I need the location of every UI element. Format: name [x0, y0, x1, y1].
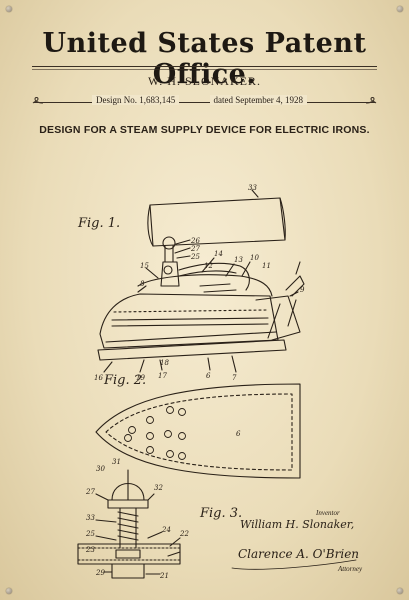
- page-title: United States Patent Office.: [42, 28, 367, 90]
- scroll-right-ornament: [365, 97, 377, 104]
- ref-32: 32: [154, 484, 163, 492]
- ref-16: 16: [94, 374, 103, 382]
- ref-7: 7: [232, 374, 237, 382]
- ref-30: 30: [96, 465, 105, 473]
- fig3-valve-drawing: [77, 469, 181, 579]
- fig3-label: Fig. 3.: [200, 506, 243, 521]
- ref-9: 9: [300, 286, 305, 294]
- ref-31: 31: [112, 458, 121, 466]
- patent-subtitle: DESIGN FOR A STEAM SUPPLY DEVICE FOR ELE…: [39, 124, 370, 136]
- design-number: Design No. 1,683,145: [92, 95, 180, 105]
- ref-8: 8: [140, 280, 145, 288]
- ref-24: 24: [161, 526, 171, 534]
- ref-25: 25: [190, 253, 200, 261]
- meta-line: Design No. 1,683,145 dated September 4, …: [32, 95, 377, 111]
- rivet-bottom-right: [397, 588, 403, 594]
- fig1-iron-drawing: [97, 189, 305, 373]
- ref-18: 18: [160, 359, 169, 367]
- ref-27: 27: [190, 245, 200, 253]
- rivet-bottom-left: [6, 588, 12, 594]
- ref-15: 15: [140, 262, 149, 270]
- attorney-signature: Clarence A. O'Brien: [238, 547, 360, 561]
- meta-rule: [34, 102, 375, 103]
- attorney-label: Attorney: [338, 565, 363, 573]
- ref-33: 33: [248, 184, 257, 192]
- inventor-label: Inventor: [316, 509, 340, 517]
- ref-29: 29: [95, 569, 105, 577]
- ref-17: 17: [158, 372, 167, 380]
- design-date: dated September 4, 1928: [209, 95, 307, 105]
- title-rule: [32, 66, 377, 67]
- fig1-label: Fig. 1.: [78, 216, 121, 231]
- ref-19: 19: [136, 374, 145, 382]
- ref-14: 14: [214, 250, 223, 258]
- ref-25b: 25: [85, 530, 95, 538]
- rivet-top-right: [397, 6, 403, 12]
- ref-12: 12: [204, 262, 213, 270]
- ref-33b: 33: [86, 514, 95, 522]
- ref-23: 23: [85, 546, 95, 554]
- ref-10: 10: [250, 254, 259, 262]
- signature-underline: [231, 559, 357, 570]
- ref-27b: 27: [85, 488, 95, 496]
- inventor-name: W. H. SLONAKER.: [148, 74, 261, 88]
- rivet-top-left: [6, 6, 12, 12]
- ref-13: 13: [234, 256, 243, 264]
- ref-11: 11: [262, 262, 271, 270]
- inventor-signature: William H. Slonaker,: [240, 518, 355, 531]
- fig2-label: Fig. 2.: [104, 373, 147, 388]
- ref-22: 22: [179, 530, 189, 538]
- title-rule-thin: [32, 69, 377, 70]
- ref-6a: 6: [206, 372, 211, 380]
- ref-6b: 6: [236, 430, 241, 438]
- ref-26: 26: [190, 237, 200, 245]
- ref-21: 21: [159, 572, 169, 580]
- scroll-left-ornament: [32, 97, 44, 104]
- fig2-soleplate-drawing: [95, 383, 301, 479]
